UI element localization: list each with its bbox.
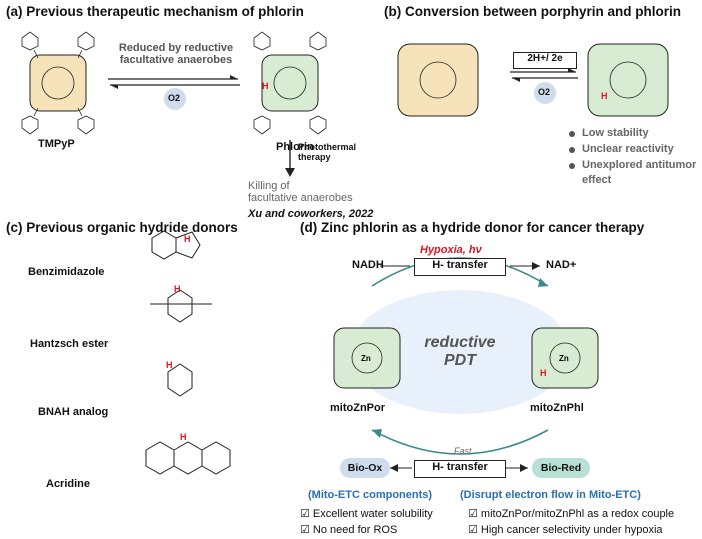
svg-text:H: H xyxy=(180,432,187,442)
tmpyp-label: TMPyP xyxy=(38,138,75,150)
panel-c-structures xyxy=(145,230,231,475)
nad-label: NAD+ xyxy=(546,259,577,271)
conditions: Hypoxia, hν xyxy=(420,244,482,256)
bio-ox-pill: Bio-Ox xyxy=(340,458,390,478)
o2-label-a: O2 xyxy=(168,93,181,103)
phlorin-molecule-b: H xyxy=(587,43,669,117)
donor-benzimidazole: Benzimidazole xyxy=(28,266,105,278)
check-icon: ☑ xyxy=(468,508,481,520)
reduction-text: Reduced by reductive facultative anaerob… xyxy=(118,42,234,66)
photothermal-line-1: Photothermal xyxy=(298,142,357,152)
donor-hantzsch: Hantzsch ester xyxy=(30,338,109,350)
hydride-transfer-top: H- transfer xyxy=(414,258,506,276)
svg-text:H: H xyxy=(166,360,173,370)
reagent-box: 2H+/ 2e xyxy=(513,52,577,69)
phlorin-molecule: H xyxy=(253,31,327,135)
check-icon: ☑ xyxy=(300,524,313,536)
hydride-transfer-bottom: H- transfer xyxy=(414,460,506,478)
svg-text:H: H xyxy=(540,368,547,378)
mitoznpor-molecule: Zn xyxy=(333,327,401,389)
bullet-1: Low stability xyxy=(582,127,649,139)
left-point-2: ☑ No need for ROS xyxy=(300,524,398,536)
reduction-line-1: Reduced by reductive xyxy=(118,42,234,54)
right-point-1: ☑ mitoZnPor/mitoZnPhl as a redox couple xyxy=(468,508,675,520)
svg-text:H: H xyxy=(262,81,269,91)
svg-text:H: H xyxy=(174,284,181,294)
bullet-3: Unexplored antitumor xyxy=(582,159,697,171)
right-point-2: ☑ High cancer selectivity under hypoxia xyxy=(468,524,663,536)
citation: Xu and coworkers, 2022 xyxy=(248,208,374,220)
phlorin-label: Phlorin xyxy=(276,141,314,153)
svg-text:Zn: Zn xyxy=(361,354,371,363)
svg-text:H: H xyxy=(601,91,608,101)
center-line-2: PDT xyxy=(444,352,476,369)
svg-text:H: H xyxy=(184,234,191,244)
donor-acridine: Acridine xyxy=(46,478,91,490)
fast-label: Fast xyxy=(454,446,472,456)
left-caption: (Mito-ETC components) xyxy=(308,489,433,501)
killing-line-1: Killing of xyxy=(248,180,290,192)
killing-line-2: facultative anaerobes xyxy=(248,192,353,204)
tmpyp-molecule xyxy=(21,31,95,135)
bullet-2: Unclear reactivity xyxy=(582,143,674,155)
panel-a-title: (a) Previous therapeutic mechanism of ph… xyxy=(6,4,304,19)
left-compound-label: mitoZnPor xyxy=(330,402,385,414)
mitoznphl-molecule: Zn H xyxy=(531,327,599,389)
o2-label-b: O2 xyxy=(538,87,551,97)
nadh-label: NADH xyxy=(352,259,384,271)
photothermal-line-2: therapy xyxy=(298,152,331,162)
reduction-line-2: facultative anaerobes xyxy=(119,54,233,66)
bullet-3-cont: effect xyxy=(582,174,612,186)
panel-b-title: (b) Conversion between porphyrin and phl… xyxy=(384,4,682,19)
panel-c-title: (c) Previous organic hydride donors xyxy=(6,220,238,235)
center-label: reductive PDT xyxy=(420,334,500,370)
porphyrin-molecule-b xyxy=(397,43,479,117)
center-line-1: reductive xyxy=(424,334,496,351)
right-compound-label: mitoZnPhl xyxy=(530,402,584,414)
panel-d-title: (d) Zinc phlorin as a hydride donor for … xyxy=(300,220,645,235)
bio-red-pill: Bio-Red xyxy=(532,458,590,478)
left-point-1: ☑ Excellent water solubility xyxy=(300,508,433,520)
donor-bnah: BNAH analog xyxy=(38,406,109,418)
svg-text:Zn: Zn xyxy=(559,354,569,363)
check-icon: ☑ xyxy=(300,508,313,520)
photothermal-text: Photothermal therapy xyxy=(298,142,356,162)
killing-text: Killing of facultative anaerobes xyxy=(248,180,353,204)
right-caption: (Disrupt electron flow in Mito-ETC) xyxy=(460,489,641,501)
check-icon: ☑ xyxy=(468,524,481,536)
